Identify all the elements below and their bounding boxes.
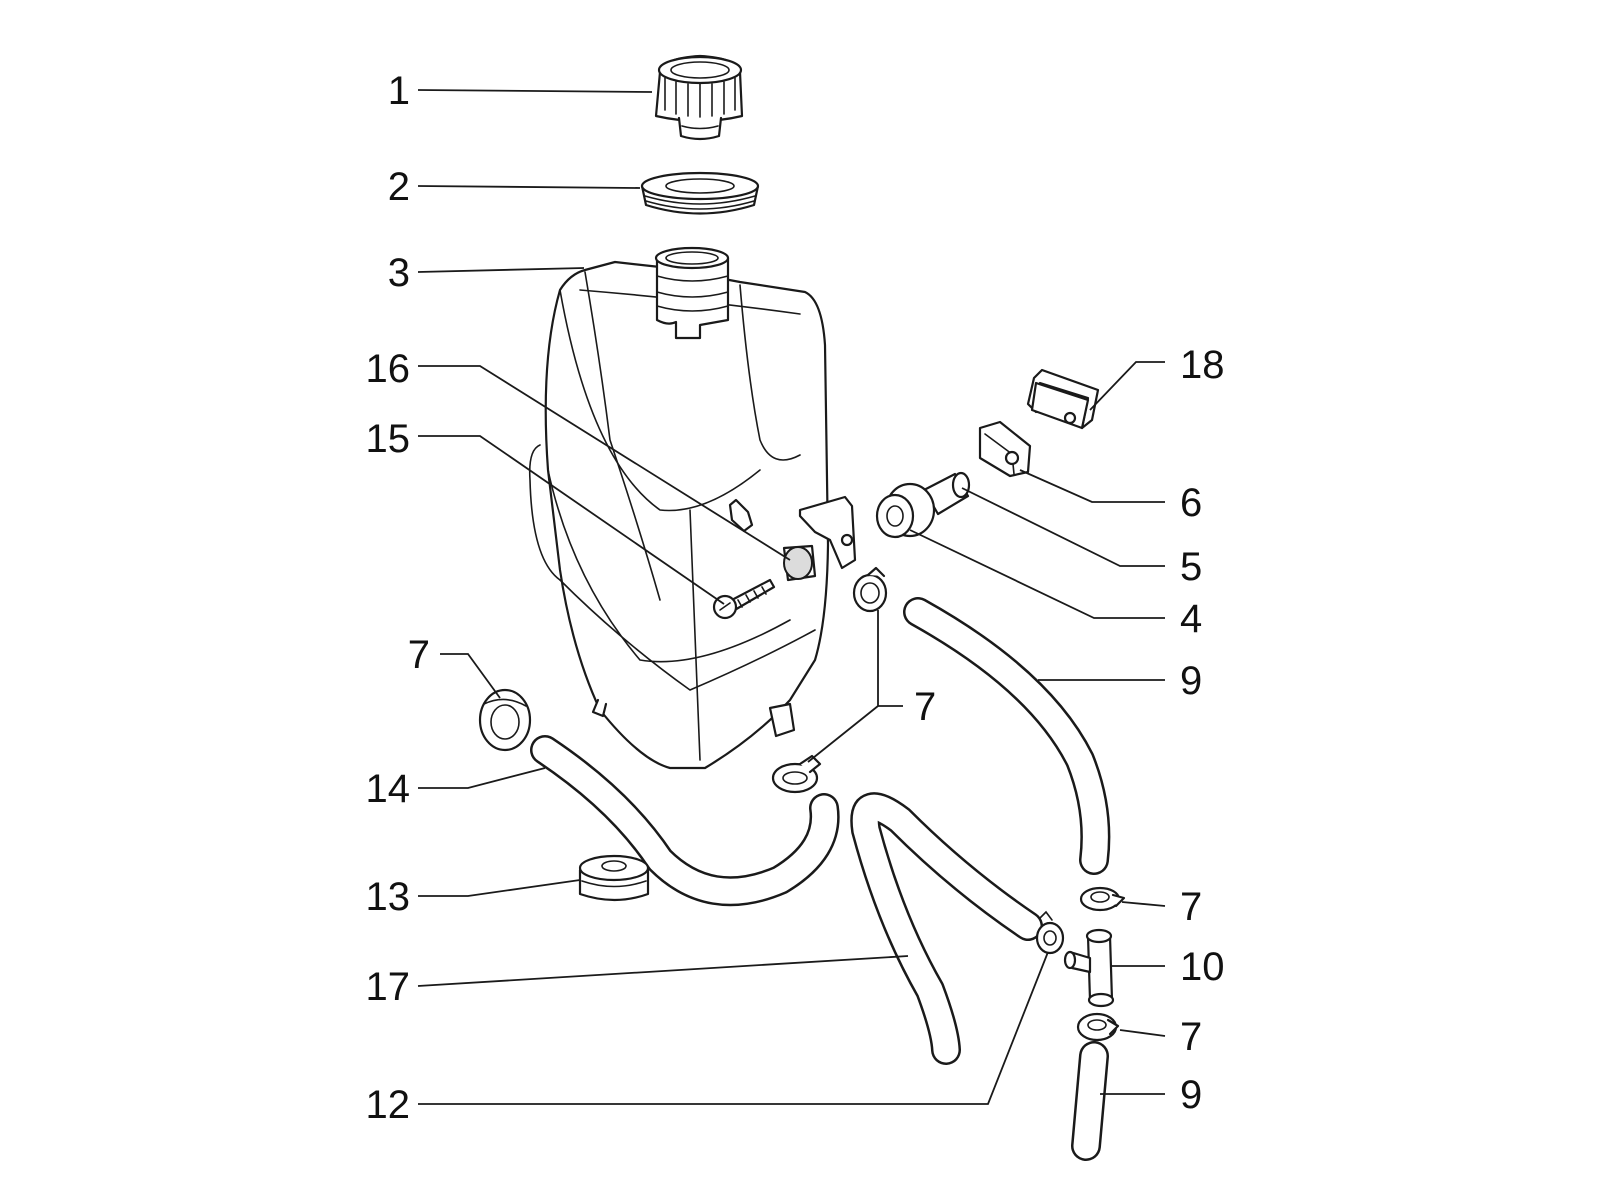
callout-17: 17	[366, 965, 411, 1009]
callout-9a: 9	[1180, 659, 1202, 703]
part-3-expansion-tank[interactable]	[528, 246, 857, 770]
callout-4: 4	[1180, 597, 1202, 641]
callout-7c: 7	[1180, 885, 1202, 929]
callout-labels: 1 2 3 16 15 18 6 5 4 7 7 9 14 13 17 12 7…	[366, 69, 1225, 1127]
callout-2: 2	[388, 165, 410, 209]
leader-6	[1019, 469, 1165, 503]
leader-16	[418, 365, 791, 561]
leader-14	[418, 767, 546, 789]
part-18-u-bracket[interactable]	[1026, 368, 1100, 430]
callout-18: 18	[1180, 343, 1225, 387]
leader-17	[417, 955, 909, 987]
callout-14: 14	[366, 767, 411, 811]
callout-15: 15	[366, 417, 411, 461]
part-4-grommet[interactable]	[875, 482, 936, 539]
leader-3	[417, 267, 585, 273]
callout-7b: 7	[914, 685, 936, 729]
callout-13: 13	[366, 875, 411, 919]
part-1-filler-cap[interactable]	[654, 54, 744, 141]
part-7-hose-clip-upper[interactable]	[852, 566, 888, 613]
leader-lines	[417, 89, 1166, 1105]
leader-13	[418, 879, 581, 897]
part-14-hose[interactable]	[530, 735, 840, 907]
leader-15	[418, 435, 725, 605]
part-13-grommet[interactable]	[578, 854, 650, 902]
part-9-hose-lower[interactable]	[1071, 1041, 1109, 1161]
part-6-clip-plate[interactable]	[978, 420, 1032, 478]
callout-9b: 9	[1180, 1073, 1202, 1117]
callout-12: 12	[366, 1083, 411, 1127]
part-7-hose-clip-middle[interactable]	[771, 754, 822, 794]
part-10-t-connector[interactable]	[1063, 928, 1115, 1008]
leader-2	[417, 185, 641, 189]
leader-12	[418, 951, 1049, 1105]
callout-1: 1	[388, 69, 410, 113]
leader-1	[417, 89, 653, 93]
leader-7a	[440, 653, 501, 699]
part-9-hose-upper[interactable]	[903, 597, 1111, 875]
part-2-seal-ring[interactable]	[640, 171, 760, 215]
part-7-hose-clip-left[interactable]	[478, 688, 532, 752]
callout-16: 16	[366, 347, 411, 391]
part-7-hose-clip-bottom[interactable]	[1076, 1012, 1120, 1042]
callout-7a: 7	[408, 633, 430, 677]
leader-7d	[1119, 1029, 1166, 1037]
callout-3: 3	[388, 251, 410, 295]
part-12-small-clip[interactable]	[1035, 910, 1065, 955]
part-7-hose-clip-lower-right[interactable]	[1079, 886, 1126, 912]
callout-10: 10	[1180, 945, 1225, 989]
callout-5: 5	[1180, 545, 1202, 589]
part-16-rubber-pad[interactable]	[782, 544, 817, 582]
part-17-hose[interactable]	[850, 792, 1043, 1065]
leader-4	[909, 529, 1165, 619]
callout-7d: 7	[1180, 1015, 1202, 1059]
leader-7b	[807, 610, 903, 763]
callout-6: 6	[1180, 481, 1202, 525]
leader-18	[1089, 361, 1165, 411]
part-5-spacer[interactable]	[922, 471, 971, 516]
leader-5	[961, 487, 1165, 567]
leader-7c	[1121, 901, 1166, 907]
